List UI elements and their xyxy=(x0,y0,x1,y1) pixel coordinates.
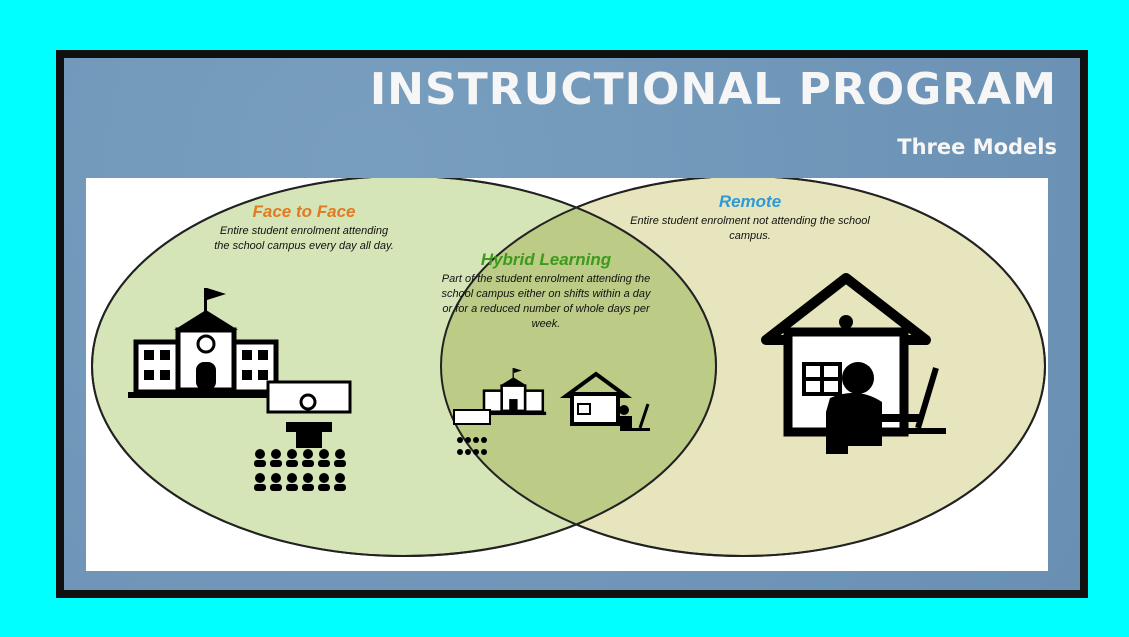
hybrid-students-icon xyxy=(453,409,491,455)
slide-subtitle: Three Models xyxy=(897,135,1057,159)
remote-block: Remote Entire student enrolment not atte… xyxy=(620,192,880,244)
hybrid-block: Hybrid Learning Part of the student enro… xyxy=(426,250,666,332)
students-icon xyxy=(254,449,346,491)
remote-description: Entire student enrolment not attending t… xyxy=(630,215,870,242)
hybrid-title: Hybrid Learning xyxy=(480,250,612,269)
face-to-face-title: Face to Face xyxy=(252,202,356,221)
slide-title: INSTRUCTIONAL PROGRAM xyxy=(369,64,1057,115)
face-to-face-block: Face to Face Entire student enrolment at… xyxy=(194,202,414,254)
venn-graphic xyxy=(91,178,1046,557)
remote-title: Remote xyxy=(718,192,782,211)
teacher-desk-icon xyxy=(266,380,352,448)
venn-diagram: Face to Face Entire student enrolment at… xyxy=(86,178,1048,571)
hybrid-overlap xyxy=(441,178,716,556)
person-computer-icon xyxy=(826,362,946,454)
hybrid-house-icon xyxy=(559,371,650,431)
face-to-face-description: Entire student enrolment attending the s… xyxy=(214,225,394,252)
school-icon xyxy=(128,288,284,398)
hybrid-school-icon xyxy=(480,368,547,416)
hybrid-description: Part of the student enrolment attending … xyxy=(441,273,651,330)
